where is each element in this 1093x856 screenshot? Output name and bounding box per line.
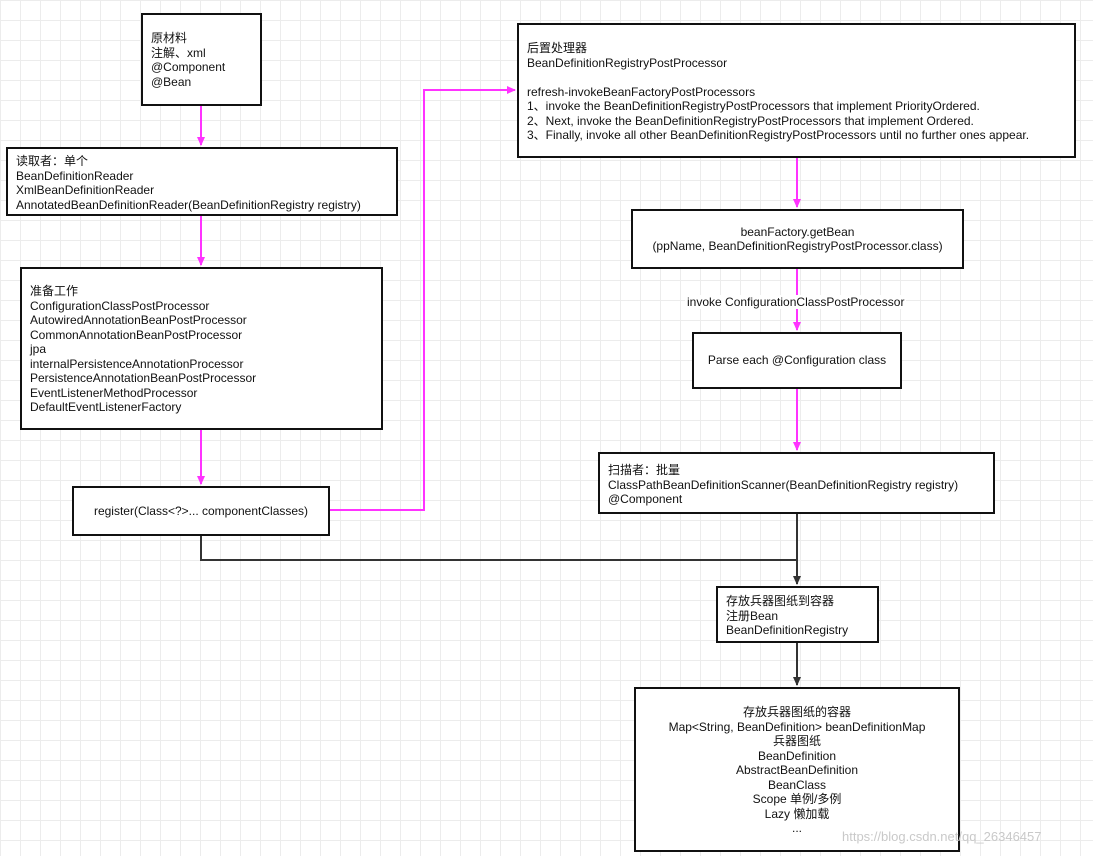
watermark: https://blog.csdn.net/qq_26346457 [842,829,1042,844]
node-text-line: EventListenerMethodProcessor [30,385,198,400]
node-text-line: 存放兵器图纸的容器 [742,705,851,719]
node-text-line: 注册Bean [726,608,779,623]
raw-material-node: 原材料注解、xml@Component@Bean [141,13,262,106]
node-text-line: Map<String, BeanDefinition> beanDefiniti… [668,719,926,734]
node-text-line: Scope 单例/多例 [752,792,842,806]
node-text-line: 原材料 [151,31,188,45]
node-text-line: XmlBeanDefinitionReader [16,183,155,197]
node-text-line: Parse each @Configuration class [707,353,887,368]
edge-register-to-registry [200,536,797,561]
node-text-line: 注解、xml [151,45,206,60]
node-text-line: BeanClass [767,777,827,792]
node-text-line: AnnotatedBeanDefinitionReader(BeanDefini… [16,197,361,212]
node-text-line: jpa [30,342,47,356]
invoke-edge-label: invoke ConfigurationClassPostProcessor [685,295,907,309]
node-text-line: ... [791,821,802,835]
node-text-line: refresh-invokeBeanFactoryPostProcessors [527,84,756,99]
node-text-line: ClassPathBeanDefinitionScanner(BeanDefin… [608,477,959,492]
getbean-node: beanFactory.getBean(ppName, BeanDefiniti… [631,209,964,269]
node-text-line: register(Class<?>... componentClasses) [93,503,309,518]
node-text-line: 1、invoke the BeanDefinitionRegistryPostP… [527,99,980,113]
node-text-line: 准备工作 [30,284,79,298]
register-node: register(Class<?>... componentClasses) [72,486,330,536]
node-text-line: @Bean [151,74,192,89]
node-text-line: ConfigurationClassPostProcessor [30,298,210,313]
node-text-line: 2、Next, invoke the BeanDefinitionRegistr… [527,113,974,128]
node-text-line: 扫描者：批量 [608,463,681,477]
node-text-line: (ppName, BeanDefinitionRegistryPostProce… [652,239,943,253]
edge-register-to-postprocessor [330,86,516,511]
node-text-line: BeanDefinition [757,748,837,763]
node-text-line: 读取者：单个 [16,154,89,168]
node-text-line: BeanDefinitionRegistry [726,623,849,637]
node-text-line: @Component [608,492,683,506]
node-text-line: 兵器图纸 [772,734,821,748]
node-text-line: 3、Finally, invoke all other BeanDefiniti… [527,128,1030,142]
node-text-line: DefaultEventListenerFactory [30,400,182,414]
node-text-line: 存放兵器图纸到容器 [726,594,835,608]
parse-node: Parse each @Configuration class [692,332,902,389]
node-text-line: @Component [151,60,226,74]
node-text-line: BeanDefinitionReader [16,168,134,183]
node-text-line: Lazy 懒加载 [764,806,830,821]
node-text-line [527,70,1066,85]
node-text-line: AutowiredAnnotationBeanPostProcessor [30,313,247,327]
node-text-line: 后置处理器 [527,41,588,55]
node-text-line: CommonAnnotationBeanPostProcessor [30,327,243,342]
node-text-line: BeanDefinitionRegistryPostProcessor [527,55,728,70]
node-text-line: internalPersistenceAnnotationProcessor [30,356,244,371]
node-text-line: PersistenceAnnotationBeanPostProcessor [30,371,257,385]
node-text-line: AbstractBeanDefinition [735,763,859,777]
node-text-line: beanFactory.getBean [740,224,855,239]
